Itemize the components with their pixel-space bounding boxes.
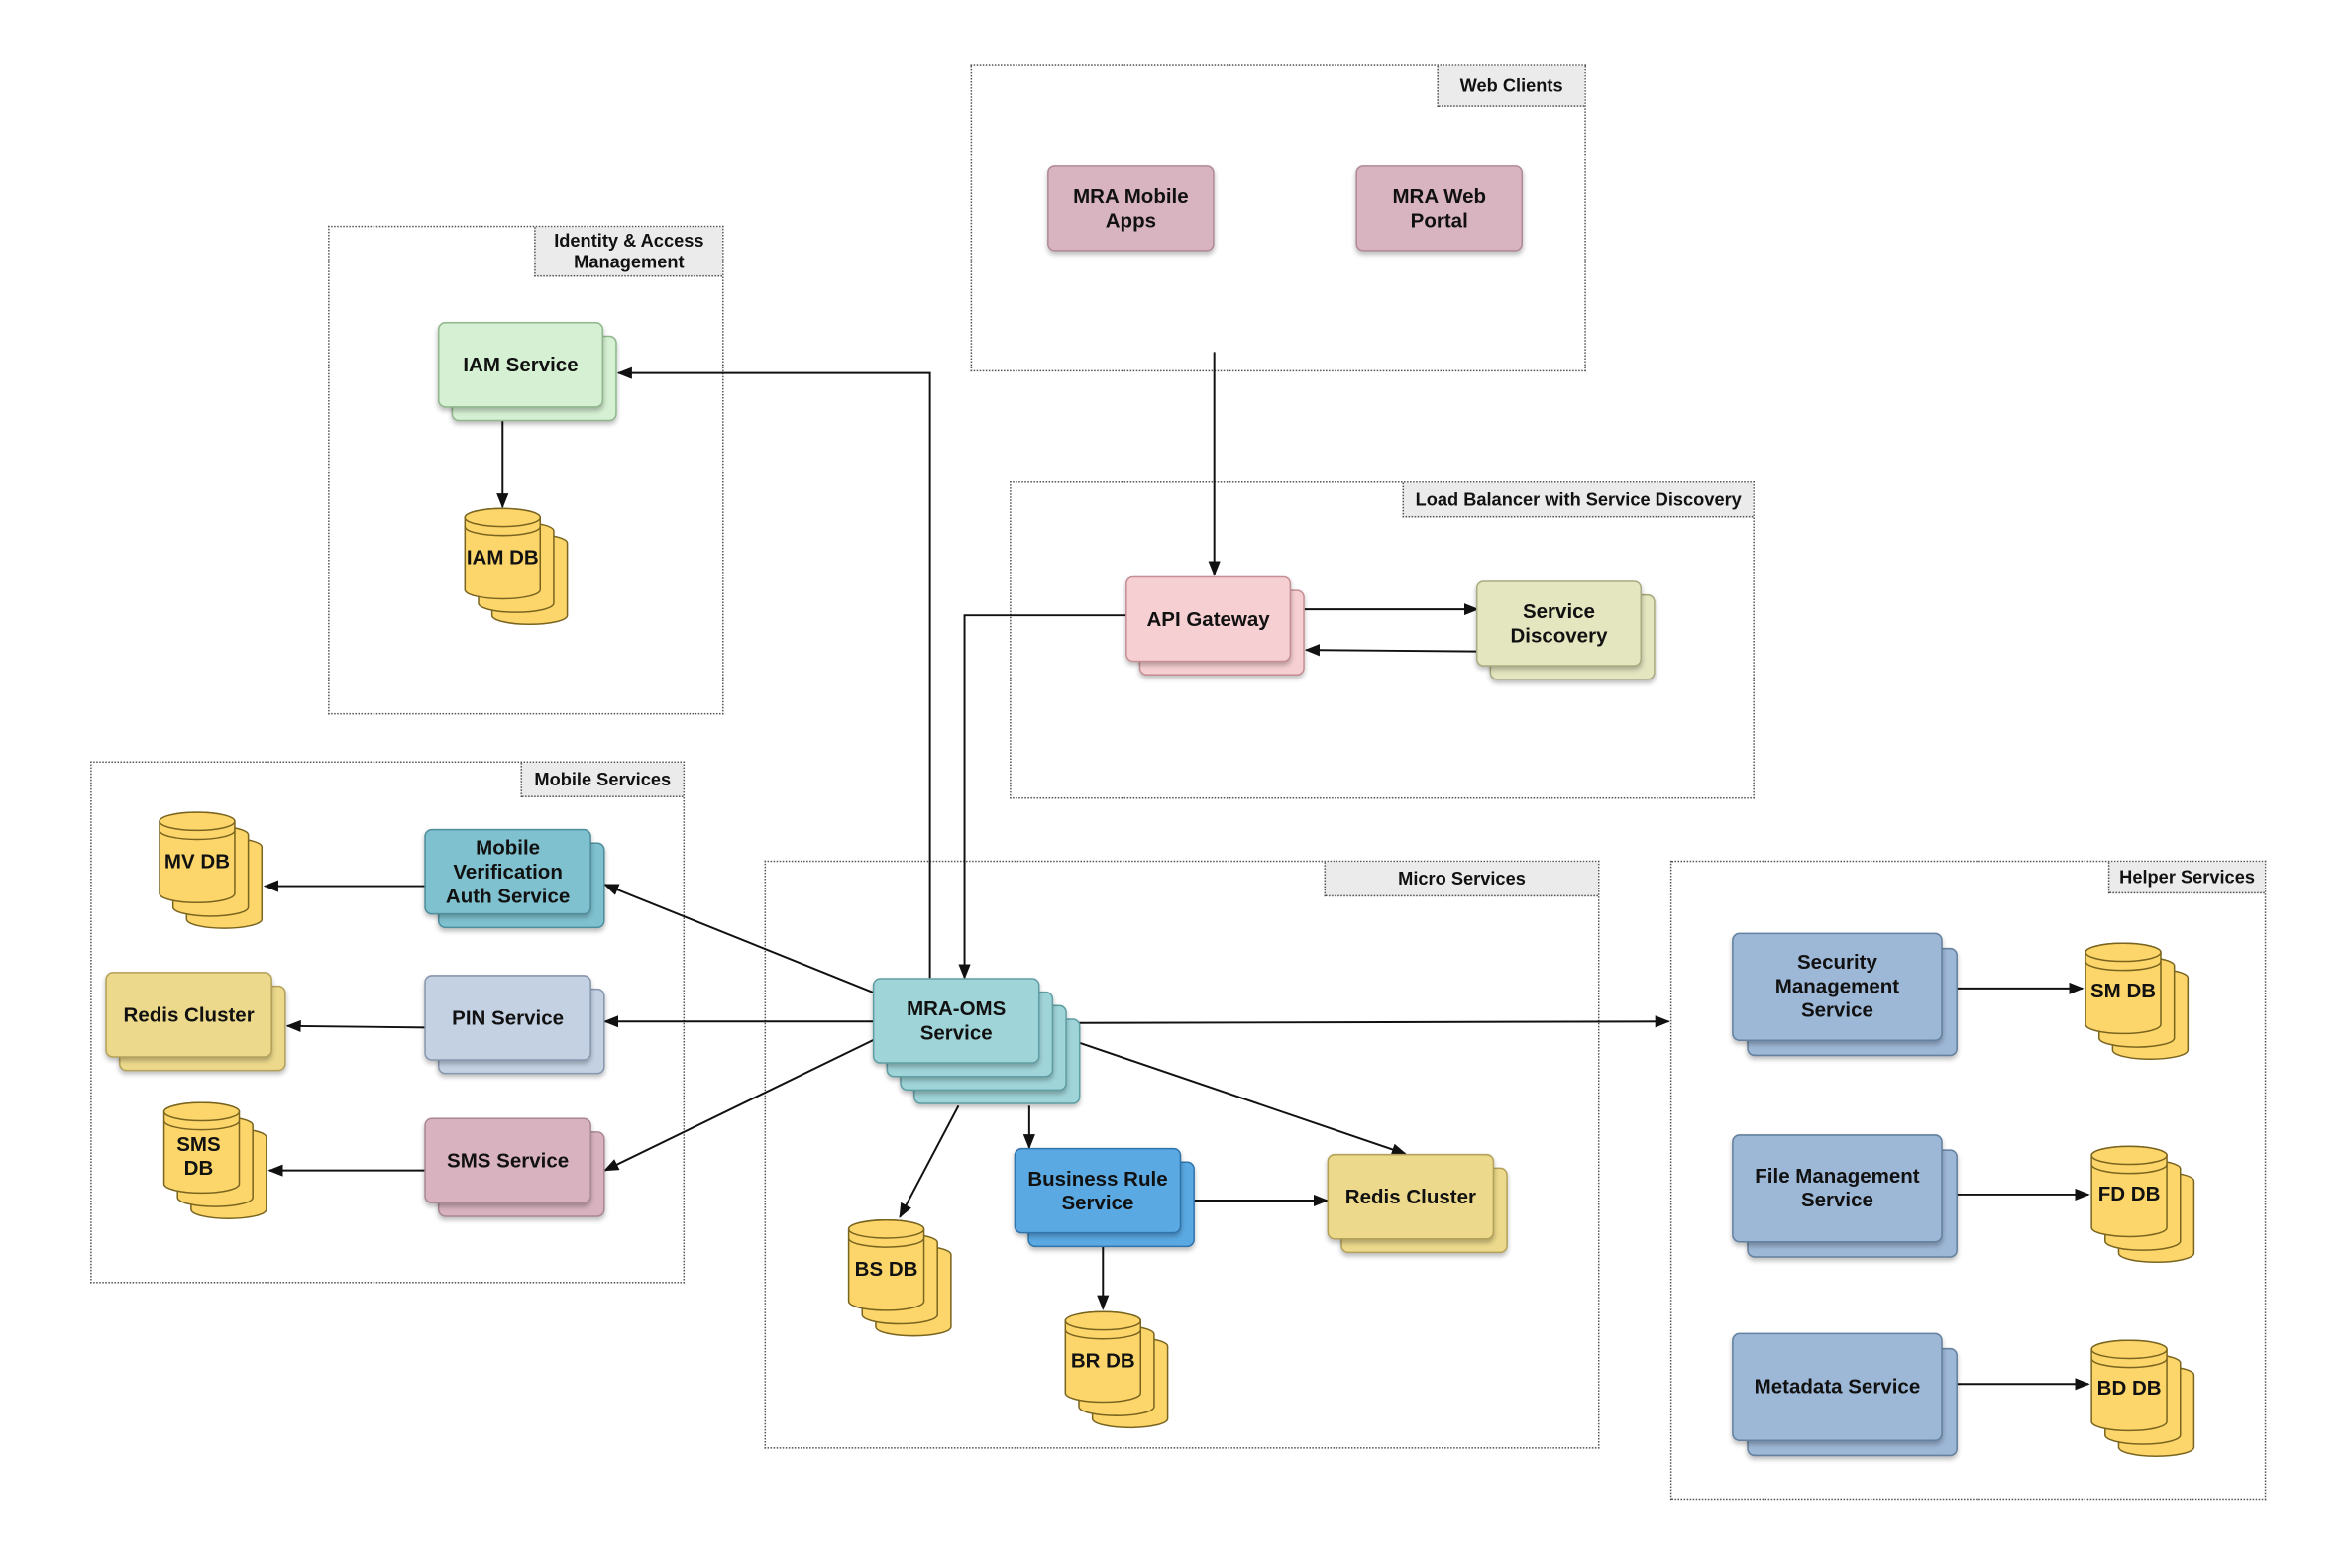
- redis-cluster-micro-label: Redis Cluster: [1327, 1153, 1495, 1240]
- db-label-sm: SM DB: [2089, 979, 2157, 1002]
- group-title-mobile-services: Mobile Services: [520, 763, 684, 797]
- mra-web-portal-node[interactable]: MRA Web Portal: [1355, 165, 1524, 252]
- group-iam: Identity & Access Management: [328, 225, 724, 715]
- group-mobile-services: Mobile Services: [90, 761, 686, 1284]
- mra-mobile-apps-label: MRA Mobile Apps: [1047, 165, 1215, 252]
- db-label-bd: BD DB: [2096, 1376, 2162, 1400]
- arrow-oms-to-helper: [1078, 1015, 1670, 1028]
- db-label-iam: IAM DB: [466, 546, 539, 570]
- db-label-br: BR DB: [1070, 1349, 1135, 1373]
- redis-cluster-mobile-label: Redis Cluster: [105, 972, 272, 1058]
- group-micro-services: Micro Services: [764, 860, 1600, 1449]
- database-icon-bs-db: [847, 1218, 952, 1337]
- group-web-clients: Web Clients: [970, 64, 1586, 372]
- db-label-sms: SMS DB: [176, 1132, 221, 1180]
- arrow-pin-to-redis: [285, 1019, 426, 1033]
- api-gateway-label: API Gateway: [1125, 575, 1292, 663]
- security-management-service-node[interactable]: Security Management Service: [1732, 932, 1959, 1060]
- group-helper-services: Helper Services: [1669, 860, 2267, 1501]
- arrow-discovery-to-gateway: [1304, 644, 1478, 657]
- database-icon-fd-db: [2090, 1145, 2195, 1264]
- arrow-oms-to-sms: [603, 1038, 875, 1172]
- file-management-service-node[interactable]: File Management Service: [1732, 1134, 1959, 1261]
- db-label-fd: FD DB: [2097, 1182, 2161, 1205]
- pin-service-node[interactable]: PIN Service: [424, 975, 606, 1076]
- business-rule-service-label: Business Rule Service: [1014, 1147, 1182, 1234]
- sms-service-node[interactable]: SMS Service: [424, 1117, 606, 1218]
- arrow-gateway-to-oms: [958, 614, 1127, 980]
- database-icon-bd-db: [2090, 1339, 2195, 1457]
- group-title-micro-services: Micro Services: [1324, 862, 1598, 897]
- arrow-oms-to-mobile-verification: [603, 884, 875, 994]
- api-gateway-node[interactable]: API Gateway: [1125, 575, 1306, 678]
- service-discovery-node[interactable]: Service Discovery: [1475, 580, 1657, 681]
- file-management-service-label: File Management Service: [1732, 1134, 1943, 1243]
- mra-oms-service-node[interactable]: MRA-OMS Service: [872, 978, 1082, 1107]
- redis-cluster-mobile-node[interactable]: Redis Cluster: [105, 972, 287, 1073]
- service-discovery-label: Service Discovery: [1475, 580, 1643, 667]
- database-icon-iam-db: [464, 507, 569, 626]
- db-label-bs: BS DB: [854, 1257, 918, 1281]
- arrow-oms-to-redis: [1078, 1041, 1407, 1156]
- mra-web-portal-label: MRA Web Portal: [1355, 165, 1524, 252]
- sms-service-label: SMS Service: [424, 1117, 591, 1204]
- database-icon-sms-db: [162, 1101, 267, 1219]
- arrow-oms-to-bsdb: [899, 1104, 960, 1219]
- arrow-oms-to-iam: [616, 366, 931, 979]
- metadata-service-node[interactable]: Metadata Service: [1732, 1332, 1959, 1460]
- mobile-verification-label: Mobile Verification Auth Service: [424, 828, 591, 915]
- mra-mobile-apps-node[interactable]: MRA Mobile Apps: [1047, 165, 1215, 252]
- mobile-verification-node[interactable]: Mobile Verification Auth Service: [424, 828, 606, 930]
- group-load-balancer: Load Balancer with Service Discovery: [1010, 481, 1755, 799]
- iam-service-node[interactable]: IAM Service: [437, 322, 618, 423]
- db-label-mv: MV DB: [163, 850, 230, 873]
- iam-service-label: IAM Service: [437, 322, 604, 408]
- redis-cluster-micro-node[interactable]: Redis Cluster: [1327, 1153, 1510, 1255]
- group-title-iam: Identity & Access Management: [534, 227, 723, 277]
- group-title-helper-services: Helper Services: [2107, 862, 2265, 894]
- pin-service-label: PIN Service: [424, 975, 591, 1061]
- database-icon-sm-db: [2085, 942, 2190, 1060]
- mra-oms-service-label: MRA-OMS Service: [872, 978, 1040, 1064]
- security-management-service-label: Security Management Service: [1732, 932, 1943, 1042]
- database-icon-br-db: [1064, 1310, 1169, 1429]
- metadata-service-label: Metadata Service: [1732, 1332, 1943, 1442]
- business-rule-service-node[interactable]: Business Rule Service: [1014, 1147, 1197, 1249]
- group-title-web-clients: Web Clients: [1437, 65, 1585, 107]
- group-title-load-balancer: Load Balancer with Service Discovery: [1402, 482, 1754, 518]
- database-icon-mv-db: [159, 811, 264, 929]
